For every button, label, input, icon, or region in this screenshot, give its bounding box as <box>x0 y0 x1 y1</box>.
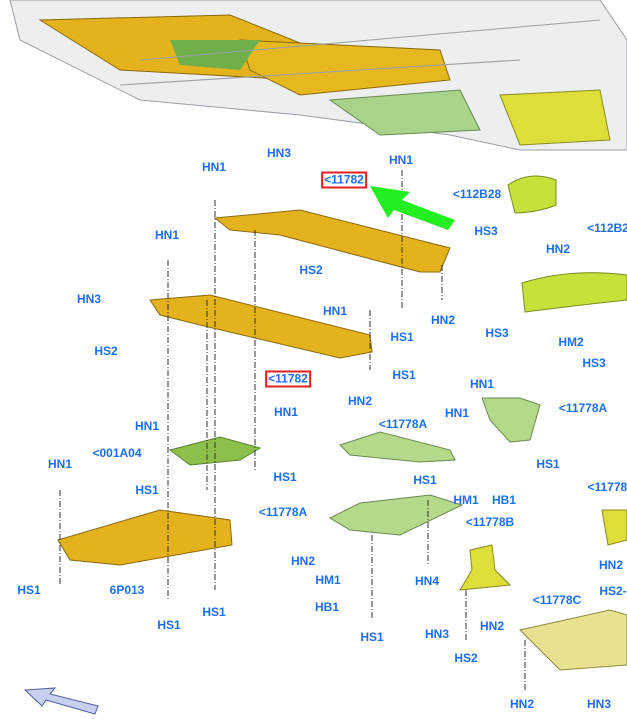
part-11778a-low[interactable] <box>328 494 464 536</box>
part-11778a-mid[interactable] <box>339 431 456 463</box>
callout-hs1-f[interactable]: HS1 <box>273 470 297 484</box>
callout-hn2-a[interactable]: HN2 <box>545 242 571 256</box>
callout-ref-11778c[interactable]: <11778C <box>532 593 582 607</box>
part-11778-right[interactable] <box>601 509 627 546</box>
callout-hn2-e[interactable]: HN2 <box>598 558 624 572</box>
callout-hs1-b[interactable]: HS1 <box>392 368 416 382</box>
callout-hn2-c[interactable]: HN2 <box>347 394 373 408</box>
callout-hn1-i[interactable]: HN1 <box>47 457 73 471</box>
leader-lines <box>59 170 526 690</box>
callout-hn3-c[interactable]: HN3 <box>424 627 450 641</box>
part-11778a-right[interactable] <box>481 397 541 443</box>
callout-hb1-b[interactable]: HB1 <box>314 600 340 614</box>
part-11782-lower[interactable] <box>149 294 373 359</box>
part-11778b[interactable] <box>459 544 512 591</box>
callout-hs1-h[interactable]: HS1 <box>202 605 226 619</box>
callout-hs1-j[interactable]: HS1 <box>360 630 384 644</box>
callout-ref-11778b[interactable]: <11778B <box>465 515 515 529</box>
callout-hn2-d[interactable]: HN2 <box>290 554 316 568</box>
callout-hn1-f[interactable]: HN1 <box>469 377 495 391</box>
callout-ref-11782-top[interactable]: <11782 <box>321 171 367 189</box>
part-6p013[interactable] <box>57 509 233 566</box>
callout-hn2-b[interactable]: HN2 <box>430 313 456 327</box>
callout-ref-001a04[interactable]: <001A04 <box>92 446 142 460</box>
callout-hn3-d[interactable]: HN3 <box>586 697 612 711</box>
vehicle-underbody <box>9 0 627 151</box>
part-112b28-lower[interactable] <box>521 272 627 313</box>
callout-hm1-a[interactable]: HM1 <box>453 493 479 507</box>
callout-hn3-a[interactable]: HN3 <box>266 146 292 160</box>
callout-hm2[interactable]: HM2 <box>558 335 584 349</box>
callout-hn3-b[interactable]: HN3 <box>76 292 102 306</box>
callout-ref-6p013[interactable]: 6P013 <box>109 583 145 597</box>
part-112b28-upper[interactable] <box>507 175 557 214</box>
callout-hs1-c[interactable]: HS1 <box>413 473 437 487</box>
callout-hs2-d[interactable]: HS2 <box>454 651 478 665</box>
callout-hs1-i[interactable]: HS1 <box>157 618 181 632</box>
callout-hs3-a[interactable]: HS3 <box>474 224 498 238</box>
part-11778c[interactable] <box>519 609 627 671</box>
callout-hb1-a[interactable]: HB1 <box>491 493 517 507</box>
callout-ref-112b2-b[interactable]: <112B2 <box>587 221 627 235</box>
callout-hn1-h[interactable]: HN1 <box>134 419 160 433</box>
callout-hm1-b[interactable]: HM1 <box>315 573 341 587</box>
callout-ref-112b28-a[interactable]: <112B28 <box>452 187 502 201</box>
pointer-arrow-icon <box>370 186 455 230</box>
callout-ref-11778a-b[interactable]: <11778A <box>558 401 608 415</box>
callout-hn1-d[interactable]: HN1 <box>322 304 348 318</box>
callout-hs1-d[interactable]: HS1 <box>536 457 560 471</box>
callout-hs2-a[interactable]: HS2 <box>299 263 323 277</box>
callout-ref-11782-mid[interactable]: <11782 <box>265 370 311 388</box>
part-11782-upper[interactable] <box>213 209 451 273</box>
callout-ref-11778a-a[interactable]: <11778A <box>378 417 428 431</box>
callout-hn4[interactable]: HN4 <box>414 574 440 588</box>
callout-ref-11778-d[interactable]: <11778I <box>587 480 627 494</box>
callout-hs1-e[interactable]: HS1 <box>135 483 159 497</box>
callout-hn1-g[interactable]: HN1 <box>444 406 470 420</box>
callout-hn1-a[interactable]: HN1 <box>201 160 227 174</box>
callout-hn1-e[interactable]: HN1 <box>273 405 299 419</box>
callout-hs2-b[interactable]: HS2 <box>94 344 118 358</box>
callout-ref-11778a-c[interactable]: <11778A <box>258 505 308 519</box>
callout-hs1-g[interactable]: HS1 <box>17 583 41 597</box>
callout-hs1-a[interactable]: HS1 <box>390 330 414 344</box>
callout-hs3-b[interactable]: HS3 <box>485 326 509 340</box>
callout-hs2-c[interactable]: HS2- <box>599 584 627 598</box>
callout-hs3-c[interactable]: HS3 <box>582 356 606 370</box>
callout-hn1-b[interactable]: HN1 <box>388 153 414 167</box>
orientation-arrow-icon <box>23 687 99 715</box>
callout-hn2-f[interactable]: HN2 <box>479 619 505 633</box>
callout-hn1-c[interactable]: HN1 <box>154 228 180 242</box>
callout-hn2-g[interactable]: HN2 <box>509 697 535 711</box>
